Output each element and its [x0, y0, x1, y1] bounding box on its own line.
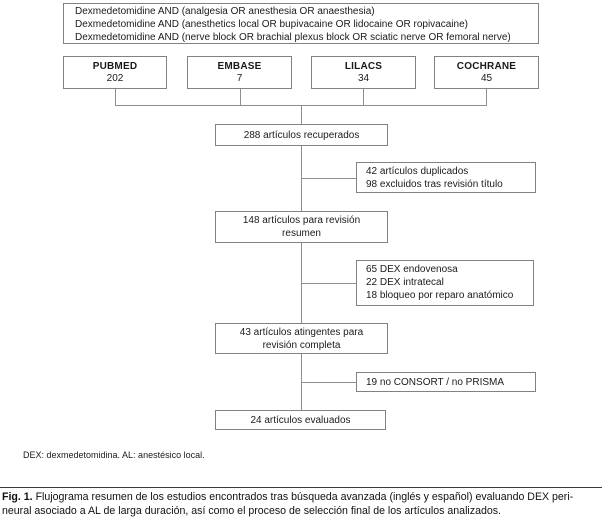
- database-box-embase: EMBASE 7: [187, 56, 292, 89]
- exclusion-line: 42 artículos duplicados: [366, 166, 469, 177]
- flow-box-label: revisión completa: [262, 339, 341, 351]
- database-box-lilacs: LILACS 34: [311, 56, 416, 89]
- connector-line: [301, 105, 302, 124]
- connector-line: [240, 89, 241, 105]
- caption-line: neural asociado a AL de larga duración, …: [2, 504, 501, 517]
- query-line: Dexmedetomidine AND (analgesia OR anesth…: [75, 6, 375, 17]
- exclusion-line: 65 DEX endovenosa: [366, 264, 458, 275]
- flow-box-label: 43 artículos atingentes para: [239, 326, 364, 338]
- flow-box-full-review: 43 artículos atingentes para revisión co…: [215, 323, 388, 354]
- caption-text: Flujograma resumen de los estudios encon…: [35, 491, 574, 503]
- database-name: PUBMED: [92, 60, 138, 72]
- search-query-box: Dexmedetomidine AND (analgesia OR anesth…: [63, 3, 539, 44]
- database-count: 34: [357, 72, 370, 84]
- connector-line: [301, 283, 356, 284]
- database-name: LILACS: [344, 60, 383, 72]
- database-name: EMBASE: [217, 60, 262, 72]
- database-name: COCHRANE: [456, 60, 517, 72]
- connector-line: [301, 178, 356, 179]
- connector-line: [363, 89, 364, 105]
- database-count: 202: [106, 72, 124, 84]
- exclusion-line: 18 bloqueo por reparo anatómico: [366, 290, 514, 301]
- flow-box-label: resumen: [282, 228, 321, 239]
- flow-box-retrieved: 288 artículos recuperados: [215, 124, 388, 146]
- flow-box-label: 148 artículos para revisión: [242, 215, 361, 226]
- flow-box-abstract-review: 148 artículos para revisión resumen: [215, 211, 388, 243]
- query-line: Dexmedetomidine AND (nerve block OR brac…: [75, 32, 511, 43]
- flow-box-excluded-type: 65 DEX endovenosa 22 DEX intratecal 18 b…: [356, 260, 534, 306]
- flow-box-label: 24 artículos evaluados: [250, 414, 351, 426]
- exclusion-line: 19 no CONSORT / no PRISMA: [366, 376, 505, 388]
- query-line: Dexmedetomidine AND (anesthetics local O…: [75, 19, 468, 30]
- flow-box-excluded-reporting: 19 no CONSORT / no PRISMA: [356, 372, 536, 392]
- connector-line: [301, 382, 356, 383]
- exclusion-line: 98 excluidos tras revisión título: [366, 179, 503, 190]
- figure-label: Fig. 1.: [2, 491, 33, 503]
- database-box-pubmed: PUBMED 202: [63, 56, 167, 89]
- database-box-cochrane: COCHRANE 45: [434, 56, 539, 89]
- flow-box-evaluated: 24 artículos evaluados: [215, 410, 386, 430]
- caption-line: Fig. 1. Flujograma resumen de los estudi…: [2, 491, 602, 505]
- database-count: 7: [236, 72, 243, 84]
- caption-divider: [0, 487, 602, 488]
- flow-box-label: 288 artículos recuperados: [243, 129, 360, 141]
- abbreviation-note: DEX: dexmedetomidina. AL: anestésico loc…: [23, 450, 205, 460]
- connector-line: [115, 89, 116, 105]
- flow-box-excluded-title: 42 artículos duplicados 98 excluidos tra…: [356, 162, 536, 193]
- connector-line: [486, 89, 487, 105]
- database-count: 45: [480, 72, 493, 84]
- exclusion-line: 22 DEX intratecal: [366, 277, 444, 288]
- figure-caption: Fig. 1. Flujograma resumen de los estudi…: [2, 491, 602, 518]
